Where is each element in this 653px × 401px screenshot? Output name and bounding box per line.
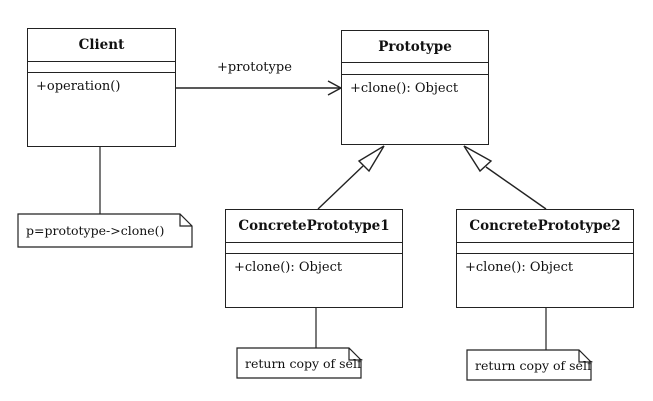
prototype-class-name: Prototype [342, 31, 488, 63]
client-class-attributes [28, 62, 175, 73]
concrete-prototype2-class-name: ConcretePrototype2 [457, 210, 633, 243]
concrete2-note-text: return copy of self [475, 357, 592, 373]
client-note-text: p=prototype->clone() [26, 223, 165, 238]
concrete1-note-text: return copy of self [245, 355, 362, 371]
generalization-line-2 [485, 166, 547, 210]
concrete2-note-shape [466, 349, 592, 381]
client-note-shape [17, 213, 193, 248]
generalization-arrowhead-2 [463, 145, 493, 173]
concrete1-note-shape [236, 347, 362, 379]
prototype-class: Prototype +clone(): Object [341, 30, 489, 145]
association-label: +prototype [217, 60, 292, 75]
prototype-class-operation: +clone(): Object [350, 81, 459, 96]
concrete-prototype1-class-attributes [226, 243, 402, 254]
generalization-arrowhead-1 [357, 145, 385, 173]
prototype-class-attributes [342, 63, 488, 75]
concrete-prototype1-class-operation: +clone(): Object [234, 260, 343, 275]
client-class: Client +operation() [27, 28, 176, 147]
concrete-prototype2-class-attributes [457, 243, 633, 254]
concrete-prototype1-class-name: ConcretePrototype1 [226, 210, 402, 243]
generalization-line-1 [317, 165, 364, 210]
concrete-prototype2-class-operation: +clone(): Object [465, 260, 574, 275]
client-class-operation: +operation() [36, 79, 121, 94]
concrete-prototype1-class: ConcretePrototype1 +clone(): Object [225, 209, 403, 308]
concrete-prototype2-class: ConcretePrototype2 +clone(): Object [456, 209, 634, 308]
client-class-name: Client [28, 29, 175, 62]
